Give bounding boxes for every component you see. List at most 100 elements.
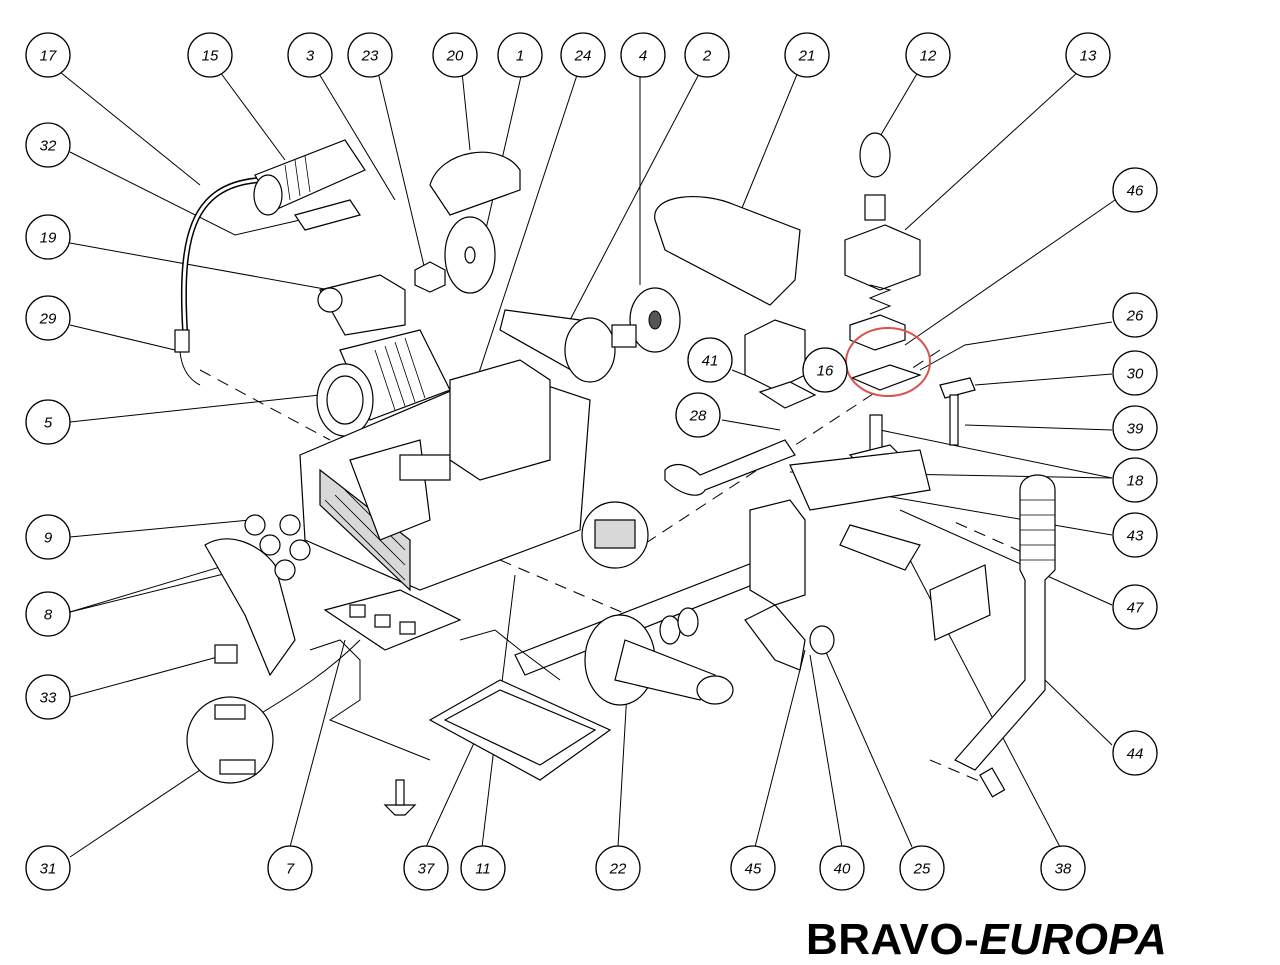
callout-label: 31 bbox=[40, 861, 57, 878]
callout-32: 32 bbox=[25, 122, 71, 168]
callout-25: 25 bbox=[899, 845, 945, 891]
callout-label: 22 bbox=[609, 861, 627, 878]
callout-4: 4 bbox=[620, 32, 666, 78]
callout-label: 18 bbox=[1127, 473, 1144, 490]
callout-31: 31 bbox=[25, 845, 71, 891]
callout-3: 3 bbox=[287, 32, 333, 78]
callout-label: 45 bbox=[745, 861, 762, 878]
callout-label: 40 bbox=[834, 861, 851, 878]
callout-label: 20 bbox=[446, 48, 464, 65]
callout-circle bbox=[1065, 32, 1111, 78]
callout-label: 46 bbox=[1127, 183, 1144, 200]
callout-label: 7 bbox=[286, 861, 295, 878]
callout-26: 26 bbox=[1112, 292, 1158, 338]
callout-15: 15 bbox=[187, 32, 233, 78]
callout-label: 12 bbox=[920, 48, 937, 65]
callout-label: 13 bbox=[1080, 48, 1097, 65]
callout-label: 1 bbox=[516, 48, 524, 65]
callout-label: 44 bbox=[1127, 746, 1144, 763]
callout-30: 30 bbox=[1112, 350, 1158, 396]
callout-label: 24 bbox=[574, 48, 592, 65]
callout-label: 17 bbox=[40, 48, 57, 65]
callout-circle bbox=[905, 32, 951, 78]
callout-circle bbox=[1040, 845, 1086, 891]
callout-label: 39 bbox=[1127, 421, 1144, 438]
callout-11: 11 bbox=[460, 845, 506, 891]
callout-label: 47 bbox=[1127, 600, 1144, 617]
callout-circle bbox=[267, 845, 313, 891]
callout-41: 41 bbox=[687, 337, 733, 383]
callout-circle bbox=[187, 32, 233, 78]
callout-circle bbox=[25, 674, 71, 720]
parts-illustration bbox=[174, 132, 1056, 816]
callout-label: 43 bbox=[1127, 528, 1144, 545]
callout-16: 16 bbox=[802, 347, 848, 393]
callout-label: 19 bbox=[40, 230, 57, 247]
callout-2: 2 bbox=[684, 32, 730, 78]
callout-23: 23 bbox=[347, 32, 393, 78]
callout-20: 20 bbox=[432, 32, 478, 78]
callout-19: 19 bbox=[25, 214, 71, 260]
callout-circle bbox=[25, 591, 71, 637]
callout-47: 47 bbox=[1112, 584, 1158, 630]
callout-circle bbox=[1112, 350, 1158, 396]
callout-label: 15 bbox=[202, 48, 219, 65]
callout-circle bbox=[819, 845, 865, 891]
callout-label: 26 bbox=[1126, 308, 1144, 325]
callout-label: 4 bbox=[639, 48, 647, 65]
callout-33: 33 bbox=[25, 674, 71, 720]
callout-label: 37 bbox=[418, 861, 435, 878]
callout-label: 32 bbox=[40, 138, 57, 155]
callout-40: 40 bbox=[819, 845, 865, 891]
callout-label: 23 bbox=[361, 48, 379, 65]
callout-circle bbox=[25, 214, 71, 260]
callout-circle bbox=[687, 337, 733, 383]
callout-label: 33 bbox=[40, 690, 57, 707]
callout-5: 5 bbox=[25, 399, 71, 445]
callout-39: 39 bbox=[1112, 405, 1158, 451]
callout-label: 5 bbox=[44, 415, 53, 432]
callout-label: 30 bbox=[1127, 366, 1144, 383]
callout-circle bbox=[25, 122, 71, 168]
callout-circle bbox=[684, 32, 730, 78]
callout-label: 29 bbox=[39, 311, 57, 328]
callout-circle bbox=[25, 399, 71, 445]
callout-label: 11 bbox=[475, 861, 491, 878]
callout-circle bbox=[595, 845, 641, 891]
title-italic: EUROPA bbox=[979, 915, 1168, 964]
callout-22: 22 bbox=[595, 845, 641, 891]
callout-21: 21 bbox=[784, 32, 830, 78]
callout-circle bbox=[287, 32, 333, 78]
callout-label: 21 bbox=[798, 48, 816, 65]
callout-label: 2 bbox=[702, 48, 712, 65]
callout-circle bbox=[675, 392, 721, 438]
callout-circle bbox=[460, 845, 506, 891]
callout-circle bbox=[1112, 730, 1158, 776]
callout-label: 8 bbox=[44, 607, 53, 624]
callout-circle bbox=[560, 32, 606, 78]
callout-circle bbox=[403, 845, 449, 891]
callout-45: 45 bbox=[730, 845, 776, 891]
callout-circle bbox=[899, 845, 945, 891]
callout-circle bbox=[802, 347, 848, 393]
callout-1: 1 bbox=[497, 32, 543, 78]
callout-circle bbox=[347, 32, 393, 78]
callout-38: 38 bbox=[1040, 845, 1086, 891]
callout-7: 7 bbox=[267, 845, 313, 891]
callout-12: 12 bbox=[905, 32, 951, 78]
callout-37: 37 bbox=[403, 845, 449, 891]
callout-29: 29 bbox=[25, 295, 71, 341]
callout-46: 46 bbox=[1112, 167, 1158, 213]
callout-circle bbox=[784, 32, 830, 78]
callout-circle bbox=[1112, 457, 1158, 503]
callout-8: 8 bbox=[25, 591, 71, 637]
callout-24: 24 bbox=[560, 32, 606, 78]
callout-label: 9 bbox=[44, 530, 53, 547]
callout-circle bbox=[432, 32, 478, 78]
callout-label: 41 bbox=[702, 353, 719, 370]
callout-circle bbox=[25, 514, 71, 560]
callout-circle bbox=[1112, 292, 1158, 338]
callout-circle bbox=[730, 845, 776, 891]
callout-44: 44 bbox=[1112, 730, 1158, 776]
